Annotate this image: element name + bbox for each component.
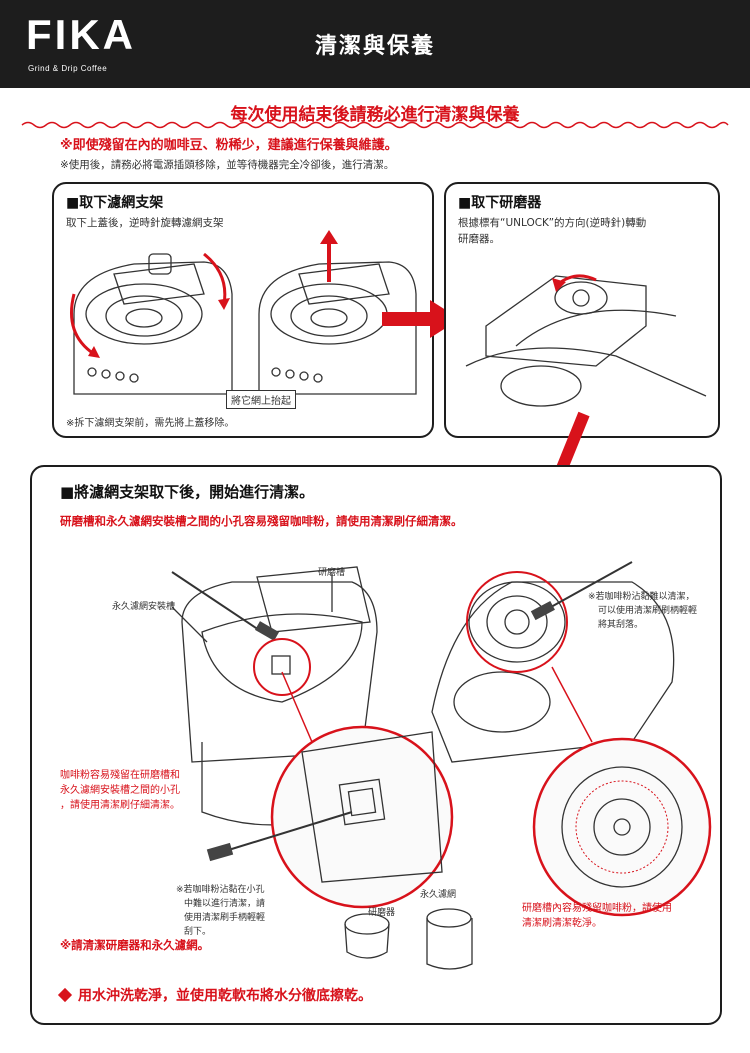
panel2-desc-1: 根據標有“UNLOCK”的方向(逆時針)轉動 (458, 217, 647, 229)
label-filter-slot: 永久濾網安裝槽 (112, 602, 176, 612)
warning-red: ※即使殘留在內的咖啡豆、粉稀少，建議進行保養與維護。 (60, 138, 398, 153)
panel3-red-desc: 研磨槽和永久濾網安裝槽之間的小孔容易殘留咖啡粉，請使用清潔刷仔細清潔。 (60, 514, 463, 528)
cleaning-illustration (171, 561, 712, 970)
filter-holder-illustration (70, 230, 417, 395)
red-right-1: 研磨槽內容易殘留咖啡粉，請使用 (522, 903, 672, 914)
red-note-3: ，請使用清潔刷仔細清潔。 (60, 800, 180, 811)
callout-right-3: 將其刮落。 (598, 620, 644, 630)
callout-bottom-1: ※若咖啡粉沾黏在小孔 (176, 885, 265, 895)
label-grinder-slot: 研磨槽 (318, 568, 346, 578)
callout-bottom-2: 中難以進行清潔，請 (184, 899, 266, 909)
panel-cleaning: ■將濾網支架取下後，開始進行清潔。 研磨槽和永久濾網安裝槽之間的小孔容易殘留咖啡… (30, 465, 722, 1025)
callout-right-2: 可以使用清潔刷刷柄輕輕 (598, 606, 698, 616)
label-grinder: 研磨器 (368, 908, 396, 918)
label-permanent-filter: 永久濾網 (420, 890, 457, 900)
warning-note: ※使用後，請務必將電源插頭移除，並等待機器完全冷卻後，進行清潔。 (60, 159, 395, 171)
red-right-2: 清潔刷清潔乾淨。 (522, 918, 602, 929)
header-bar: FIKA Grind & Drip Coffee 清潔與保養 (0, 0, 750, 88)
red-note-1: 咖啡粉容易殘留在研磨槽和 (60, 770, 180, 781)
panel-remove-grinder: ■取下研磨器 根據標有“UNLOCK”的方向(逆時針)轉動 研磨器。 (444, 182, 720, 438)
panel-remove-filter-holder: ■取下濾網支架 取下上蓋後，逆時針旋轉濾網支架 將它網上抬起 ※拆下濾網支架前，… (52, 182, 434, 438)
page-title: 清潔與保養 (314, 34, 435, 59)
panel1-desc: 取下上蓋後，逆時針旋轉濾網支架 (66, 217, 224, 229)
main-heading: 每次使用結束後請務必進行清潔與保養 (230, 105, 520, 125)
brand-tagline: Grind & Drip Coffee (28, 64, 108, 73)
panel2-title: ■取下研磨器 (458, 195, 542, 211)
wave-divider (21, 121, 729, 129)
clean-parts-note: ※請清潔研磨器和永久濾網。 (60, 938, 210, 952)
panel1-title: ■取下濾網支架 (66, 195, 164, 211)
lift-label: 將它網上抬起 (226, 390, 296, 409)
callout-bottom-3: 使用清潔刷手柄輕輕 (184, 913, 266, 923)
diamond-bullet-icon (57, 987, 73, 1003)
callout-bottom-4: 刮下。 (184, 927, 212, 937)
red-note-2: 永久濾網安裝槽之間的小孔 (60, 785, 180, 796)
panel1-note: ※拆下濾網支架前，需先將上蓋移除。 (66, 418, 235, 429)
panel3-title: ■將濾網支架取下後，開始進行清潔。 (60, 483, 315, 501)
final-step: 用水沖洗乾淨，並使用乾軟布將水分徹底擦乾。 (57, 985, 372, 1005)
panel2-desc-2: 研磨器。 (458, 233, 500, 245)
final-step-text: 用水沖洗乾淨，並使用乾軟布將水分徹底擦乾。 (78, 988, 372, 1004)
brand-logo: FIKA (26, 11, 136, 58)
grinder-removal-illustration (465, 274, 707, 407)
callout-right-1: ※若咖啡粉沾黏難以清潔， (588, 592, 695, 602)
